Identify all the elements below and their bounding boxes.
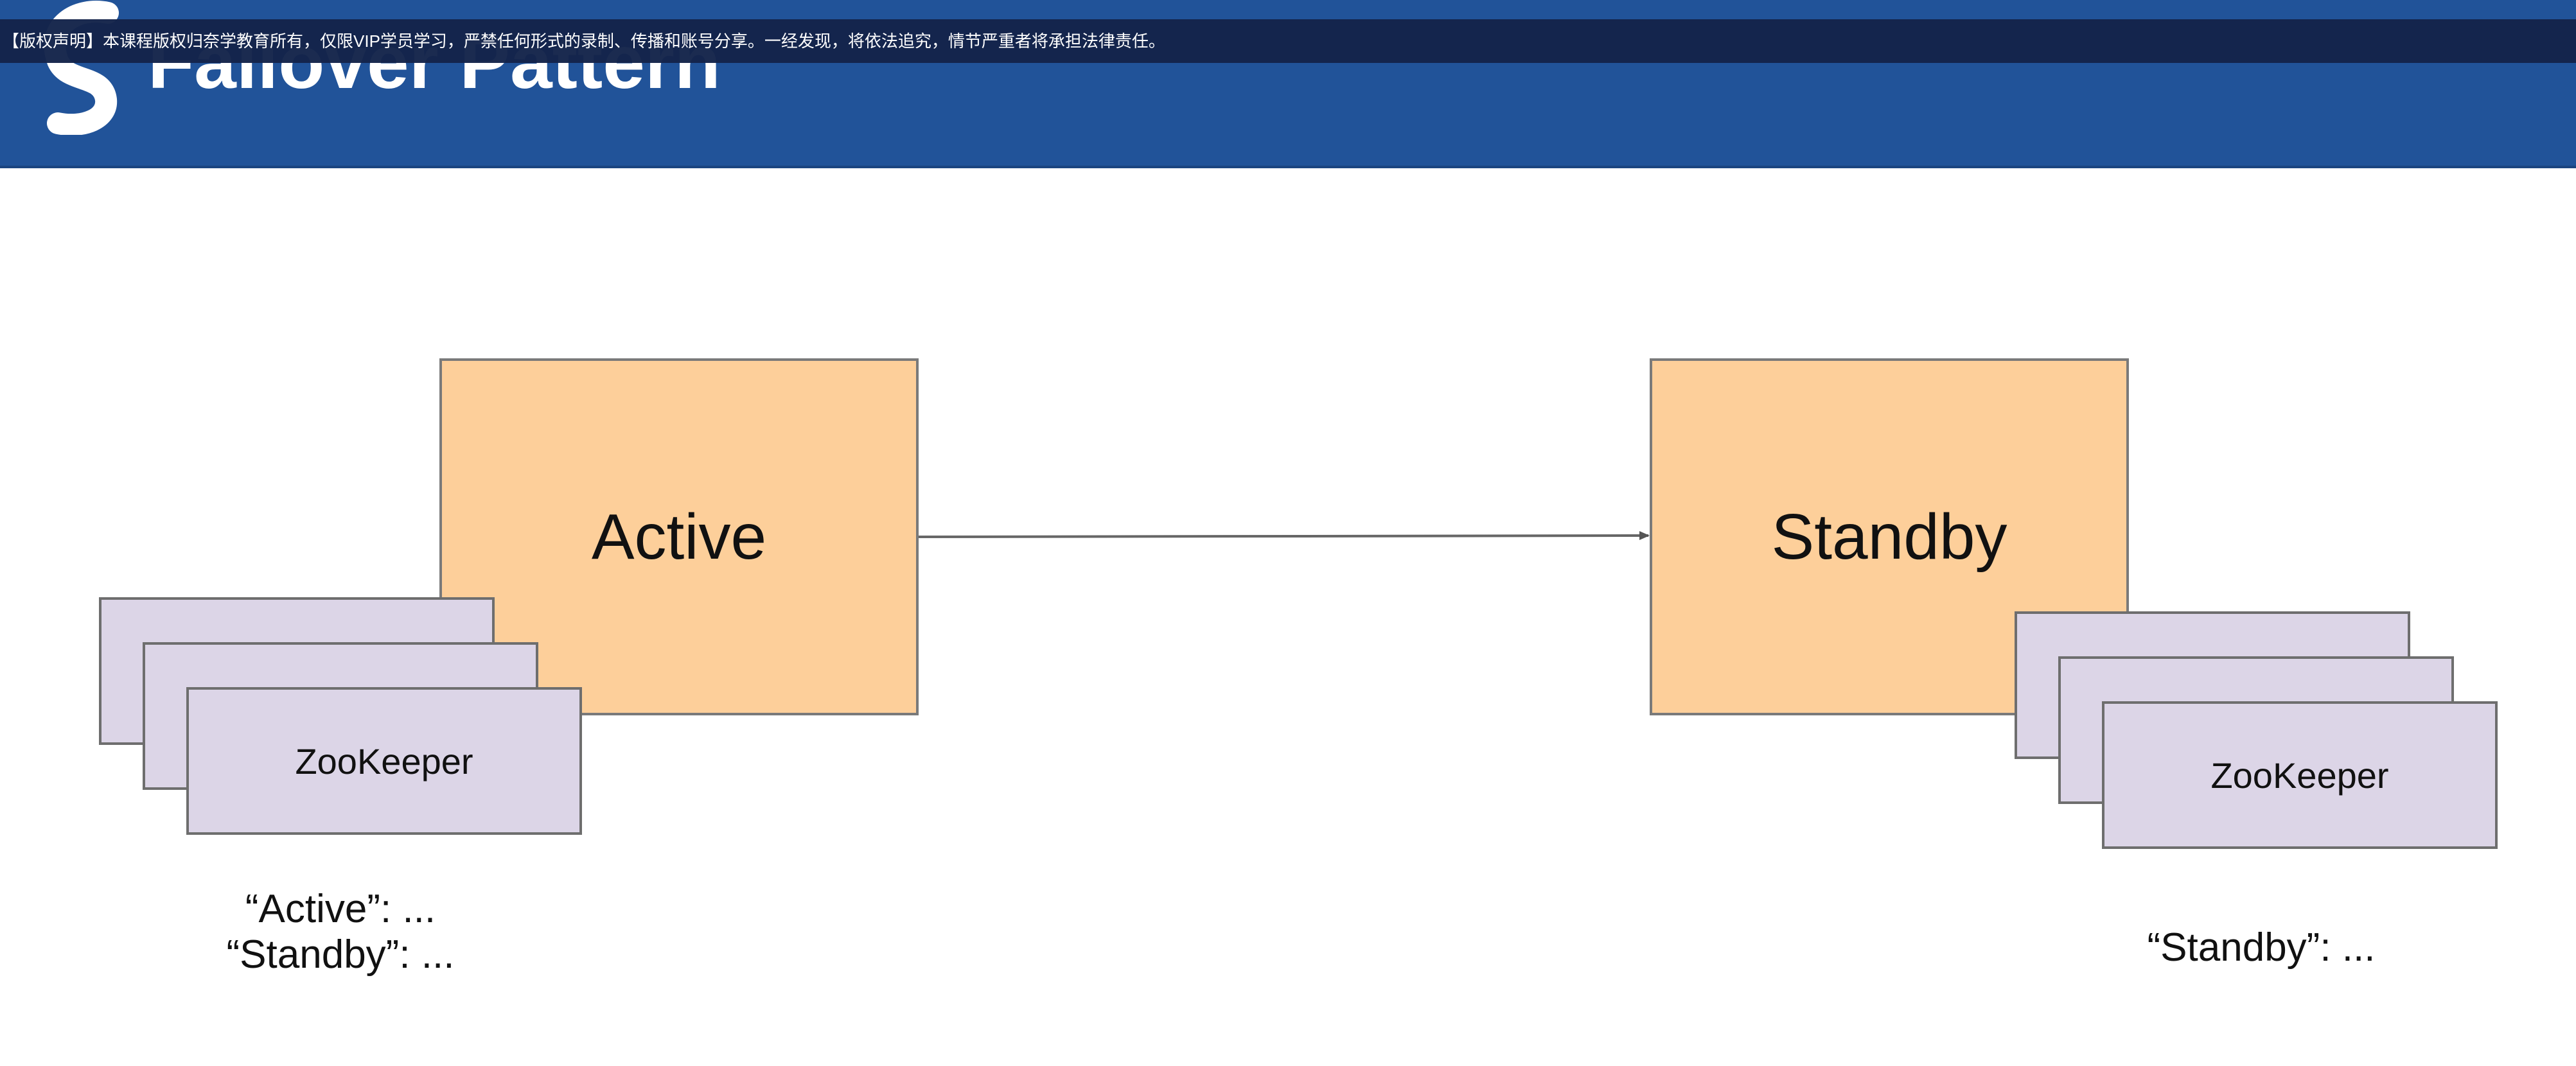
left-zookeeper-front: ZooKeeper: [186, 687, 582, 835]
standby-node-label: Standby: [1771, 500, 2007, 573]
left-caption-line-2: “Standby”: ...: [226, 932, 455, 977]
right-zookeeper-front: ZooKeeper: [2102, 701, 2498, 849]
copyright-notice: 【版权声明】本课程版权归奈学教育所有，仅限VIP学员学习，严禁任何形式的录制、传…: [0, 19, 2576, 63]
left-zookeeper-label: ZooKeeper: [295, 740, 473, 782]
right-zookeeper-label: ZooKeeper: [2210, 755, 2389, 796]
right-caption-line-1: “Standby”: ...: [2147, 925, 2376, 970]
left-caption: “Active”: ... “Standby”: ...: [193, 886, 488, 977]
active-node-label: Active: [591, 500, 767, 573]
right-caption: “Standby”: ...: [2113, 925, 2409, 970]
left-caption-line-1: “Active”: ...: [245, 887, 436, 931]
